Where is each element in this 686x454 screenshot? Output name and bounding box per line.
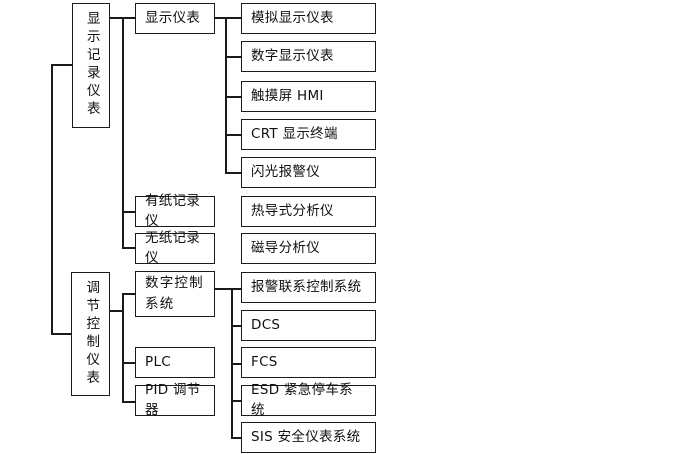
node-display-record[interactable]: 显示记录仪表 bbox=[72, 3, 110, 128]
node-magnetic-analyzer[interactable]: 磁导分析仪 bbox=[241, 233, 376, 264]
node-dcs-system[interactable]: 数字控制 系统 bbox=[135, 271, 215, 317]
connector-to-display-instrument bbox=[122, 17, 136, 20]
node-analog-display[interactable]: 模拟显示仪表 bbox=[241, 3, 376, 34]
node-sis[interactable]: SIS 安全仪表系统 bbox=[241, 422, 376, 453]
connector-level3-display-spine bbox=[225, 17, 228, 173]
node-plc[interactable]: PLC bbox=[135, 347, 215, 378]
node-digital-display[interactable]: 数字显示仪表 bbox=[241, 41, 376, 72]
connector-to-touch-hmi bbox=[225, 96, 241, 99]
connector-to-pid bbox=[122, 401, 136, 404]
node-flash-alarm[interactable]: 闪光报警仪 bbox=[241, 157, 376, 188]
connector-display-instrument-out bbox=[215, 17, 227, 20]
connector-display-record-out bbox=[110, 17, 124, 20]
connector-to-paper-recorder bbox=[122, 211, 136, 214]
connector-to-alarm-interlock bbox=[231, 288, 241, 291]
connector-root-spine bbox=[51, 64, 54, 335]
connector-to-dcs bbox=[231, 325, 241, 328]
node-paper-recorder[interactable]: 有纸记录仪 bbox=[135, 193, 215, 229]
node-esd[interactable]: ESD 紧急停车系统 bbox=[241, 382, 376, 418]
connector-level2-control-spine bbox=[122, 293, 125, 403]
connector-level3-control-spine bbox=[231, 288, 234, 437]
connector-to-crt-terminal bbox=[225, 134, 241, 137]
connector-to-dcs-system bbox=[122, 293, 136, 296]
connector-to-fcs bbox=[231, 363, 241, 366]
node-paperless-recorder[interactable]: 无纸记录仪 bbox=[135, 230, 215, 266]
connector-to-esd bbox=[231, 400, 241, 403]
node-fcs[interactable]: FCS bbox=[241, 347, 376, 378]
node-crt-terminal[interactable]: CRT 显示终端 bbox=[241, 119, 376, 150]
node-thermal-analyzer[interactable]: 热导式分析仪 bbox=[241, 196, 376, 227]
node-display-instrument[interactable]: 显示仪表 bbox=[135, 3, 215, 34]
connector-level2-display-spine bbox=[122, 17, 125, 249]
node-pid[interactable]: PID 调节器 bbox=[135, 382, 215, 418]
connector-regulate-control-out bbox=[110, 310, 124, 313]
connector-to-plc bbox=[122, 362, 136, 365]
connector-root-to-regulate-control bbox=[51, 333, 72, 336]
connector-to-analog-display bbox=[225, 17, 241, 20]
node-alarm-interlock[interactable]: 报警联系控制系统 bbox=[241, 272, 376, 303]
node-dcs[interactable]: DCS bbox=[241, 310, 376, 341]
node-regulate-control[interactable]: 调节控制仪表 bbox=[71, 272, 110, 396]
connector-to-sis bbox=[231, 437, 241, 440]
connector-dcs-system-out bbox=[215, 288, 233, 291]
connector-to-digital-display bbox=[225, 56, 241, 59]
node-touch-hmi[interactable]: 触摸屏 HMI bbox=[241, 81, 376, 112]
connector-to-flash-alarm bbox=[225, 172, 241, 175]
connector-root-to-display-record bbox=[51, 64, 73, 67]
connector-to-paperless-recorder bbox=[122, 247, 136, 250]
